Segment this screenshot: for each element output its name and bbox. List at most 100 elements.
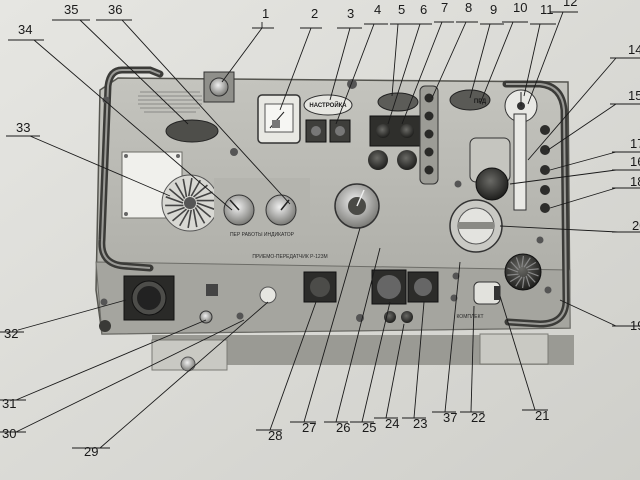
dual-dials-caption: ПЕР РАБОТЫ ИНДИКАТОР xyxy=(230,232,295,238)
callout-4: 4 xyxy=(335,2,388,125)
callout-number: 6 xyxy=(420,2,427,17)
callout-leader-line xyxy=(444,261,461,413)
panel-bottom-caption: ПРИЕМО-ПЕРЕДАТЧИК Р-123М xyxy=(252,254,327,260)
callout-leader-line xyxy=(413,301,425,419)
panel-screws xyxy=(100,79,552,322)
callout-leader-line xyxy=(401,21,443,125)
callout-35: 35 xyxy=(52,2,189,125)
connector-23[interactable] xyxy=(407,271,439,303)
main-tuning-knob[interactable] xyxy=(334,183,380,229)
callout-number: 20 xyxy=(632,218,640,233)
callout-11: 11 xyxy=(523,2,556,97)
toggle-31[interactable] xyxy=(199,310,213,324)
dark-knob-right[interactable] xyxy=(397,150,417,170)
callout-22: 22 xyxy=(460,305,485,425)
callout-leader-line xyxy=(431,21,467,99)
callout-leader-line xyxy=(17,299,127,331)
callout-3: 3 xyxy=(329,6,362,101)
multi-pin-connector[interactable] xyxy=(123,275,175,321)
callout-number: 11 xyxy=(540,2,554,17)
vertical-scale-slot xyxy=(513,113,527,211)
callout-leader-line xyxy=(559,299,617,327)
callout-number: 18 xyxy=(630,174,640,189)
callout-leader-line xyxy=(549,187,617,209)
callout-number: 23 xyxy=(413,416,427,431)
small-square-socket[interactable] xyxy=(206,284,218,296)
callout-leader-line xyxy=(547,103,617,151)
callout-33: 33 xyxy=(6,120,171,197)
callout-number: 26 xyxy=(336,420,350,435)
callout-number: 19 xyxy=(630,318,640,333)
callout-9: 9 xyxy=(469,2,504,99)
callout-number: 27 xyxy=(302,420,316,435)
callout-24: 24 xyxy=(374,323,405,431)
callout-29: 29 xyxy=(72,301,269,459)
preset-switches-block[interactable] xyxy=(369,115,421,147)
callout-28: 28 xyxy=(256,301,317,443)
callout-leader-line xyxy=(479,21,514,105)
callout-leader-line xyxy=(509,169,617,185)
callout-2: 2 xyxy=(279,6,322,111)
callout-number: 34 xyxy=(18,22,32,37)
meter-window xyxy=(257,94,301,144)
right-knob-column[interactable] xyxy=(540,125,550,213)
callout-number: 12 xyxy=(563,0,577,9)
callout-leader-line xyxy=(29,135,171,197)
callout-number: 35 xyxy=(64,2,78,17)
callout-number: 16 xyxy=(630,154,640,169)
callout-17: 17 xyxy=(549,136,640,171)
center-oval-indicator xyxy=(377,92,419,112)
large-round-cap[interactable] xyxy=(449,199,503,253)
callout-leader-line xyxy=(329,27,351,101)
callout-leader-line xyxy=(335,23,375,125)
nastroyka-label: НАСТРОЙКА xyxy=(309,101,347,109)
callout-leader-line xyxy=(387,23,421,125)
callout-10: 10 xyxy=(479,0,528,105)
callout-number: 8 xyxy=(465,0,472,15)
callout-leader-line xyxy=(499,295,536,411)
nastroyka-plate: НАСТРОЙКА xyxy=(303,94,353,116)
callout-leader-line xyxy=(391,23,399,97)
callout-30: 30 xyxy=(0,319,245,441)
callout-leader-line xyxy=(279,27,312,111)
dark-knob-left[interactable] xyxy=(368,150,388,170)
callout-7: 7 xyxy=(401,0,454,125)
dual-dials[interactable]: ПЕР РАБОТЫ ИНДИКАТОР xyxy=(214,178,310,238)
connector-26[interactable] xyxy=(371,269,407,305)
callout-leader-line xyxy=(385,323,405,419)
callout-leader-line xyxy=(15,319,245,433)
callout-25: 25 xyxy=(350,301,391,435)
switch-column[interactable] xyxy=(419,85,439,185)
callout-leader-line xyxy=(523,23,541,97)
callout-37: 37 xyxy=(432,261,461,425)
callout-number: 28 xyxy=(268,428,282,443)
top-fuse-holder xyxy=(203,71,235,103)
bottom-right-knob[interactable] xyxy=(504,253,542,291)
callout-number: 5 xyxy=(398,2,405,17)
callout-annotations: 1234567891011121415161718192021222324252… xyxy=(0,0,640,459)
callout-number: 14 xyxy=(628,42,640,57)
callout-20: 20 xyxy=(499,218,640,233)
callout-leader-line xyxy=(499,225,619,233)
callout-21: 21 xyxy=(499,295,549,423)
callout-number: 7 xyxy=(441,0,448,15)
callout-number: 2 xyxy=(311,6,318,21)
ground-screw xyxy=(99,320,111,332)
tuning-fan-knob[interactable] xyxy=(161,174,219,232)
connector-28[interactable] xyxy=(303,271,337,303)
mid-right-rotary-knob[interactable] xyxy=(469,137,511,201)
callout-number: 17 xyxy=(630,136,640,151)
callout-leader-line xyxy=(527,11,564,105)
callout-number: 4 xyxy=(374,2,381,17)
callout-6: 6 xyxy=(387,2,432,125)
callout-number: 22 xyxy=(471,410,485,425)
callout-leader-line xyxy=(469,23,491,99)
callout-number: 36 xyxy=(108,2,122,17)
callout-leader-line xyxy=(15,319,207,401)
callout-leader-line xyxy=(269,301,317,431)
oval-indicator-window xyxy=(165,119,219,143)
komplekt-label: КОМПЛЕКТ xyxy=(456,314,483,320)
binding-post-right[interactable] xyxy=(401,311,413,323)
callout-18: 18 xyxy=(549,174,640,209)
callout-number: 9 xyxy=(490,2,497,17)
